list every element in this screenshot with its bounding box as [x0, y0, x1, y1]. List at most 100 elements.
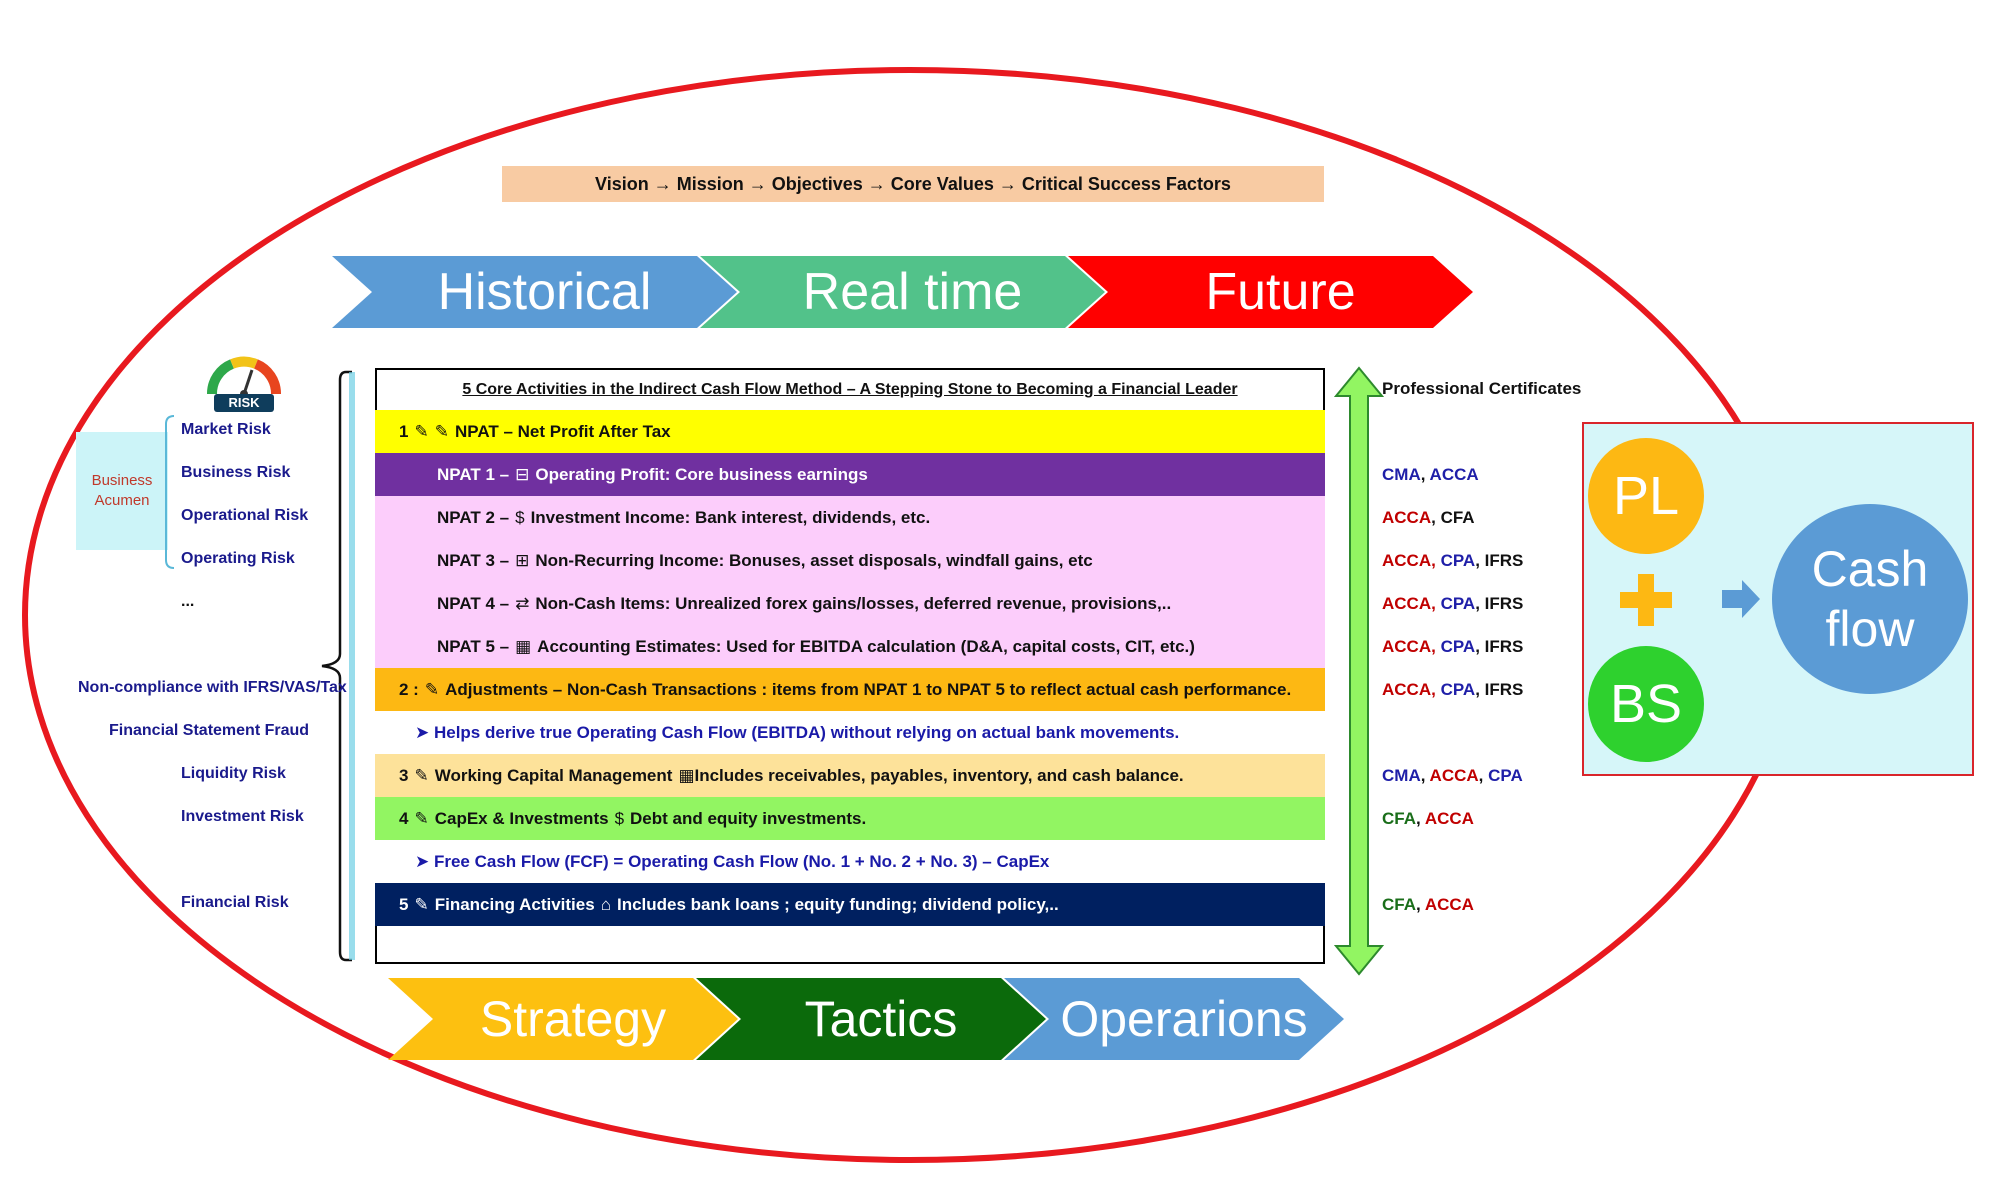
row-npat5: NPAT 5 – ▦ Accounting Estimates: Used fo… — [375, 625, 1325, 668]
row-adjustments: 2 : ✎ Adjustments – Non-Cash Transaction… — [375, 668, 1325, 711]
row-text: Accounting Estimates: Used for EBITDA ca… — [537, 636, 1195, 656]
risk-noncompliance: Non-compliance with IFRS/VAS/Tax — [78, 679, 347, 696]
row-text: Financing Activities — [434, 894, 595, 914]
risk-fraud: Financial Statement Fraud — [109, 722, 310, 739]
large-bracket — [321, 370, 355, 962]
table-title-text: 5 Core Activities in the Indirect Cash F… — [462, 381, 1238, 398]
vision-bar: Vision → Mission → Objectives → Core Val… — [502, 166, 1324, 202]
tactics-arrow: Tactics — [696, 978, 1046, 1060]
vision-text: Vision → Mission → Objectives → Core Val… — [595, 173, 1231, 194]
row-label: NPAT 1 – — [437, 464, 510, 484]
bank-icon: ⌂ — [600, 894, 611, 914]
gift-icon: ⊞ — [515, 550, 530, 570]
row-num: 3 — [399, 765, 409, 785]
pin-icon: ✎ — [414, 765, 429, 785]
row-text: ➤ Helps derive true Operating Cash Flow … — [415, 722, 1180, 742]
pin-icon: ✎ — [414, 808, 429, 828]
risk-operational: Operational Risk — [181, 507, 309, 524]
row-text: Working Capital Management — [434, 765, 673, 785]
plus-icon — [1620, 574, 1672, 626]
risk-ellipsis: ... — [181, 593, 195, 610]
cert-adjustments: ACCA, CPA, IFRS — [1382, 680, 1524, 699]
row-text: Investment Income: Bank interest, divide… — [530, 507, 931, 527]
operations-arrow: Operarions — [1004, 978, 1344, 1060]
tactics-label: Tactics — [804, 991, 958, 1047]
row-helps-derive: ➤ Helps derive true Operating Cash Flow … — [375, 711, 1325, 754]
row-npat3: NPAT 3 – ⊞ Non-Recurring Income: Bonuses… — [375, 539, 1325, 582]
strategy-arrow: Strategy — [388, 978, 738, 1060]
cash-flow-circle: Cash flow — [1772, 504, 1968, 694]
briefcase-icon: ⊟ — [515, 464, 530, 484]
pin-icon: ✎ — [424, 679, 440, 699]
cert-npat4: ACCA, CPA, IFRS — [1382, 594, 1524, 613]
row-capex: 4 ✎ CapEx & Investments $ Debt and equit… — [375, 797, 1325, 840]
pin-icon: ✎ — [434, 421, 449, 441]
cert-npat5: ACCA, CPA, IFRS — [1382, 637, 1524, 656]
row-label: NPAT 4 – — [437, 593, 510, 613]
risk-operating: Operating Risk — [181, 550, 295, 567]
right-arrow-icon — [1722, 580, 1760, 618]
row-text-2: Includes bank loans ; equity funding; di… — [616, 894, 1059, 914]
row-text-2: Includes receivables, payables, inventor… — [694, 765, 1184, 785]
row-financing: 5 ✎ Financing Activities ⌂ Includes bank… — [375, 883, 1325, 926]
calculator-icon: ▦ — [678, 765, 695, 785]
row-npat4: NPAT 4 – ⇄ Non-Cash Items: Unrealized fo… — [375, 582, 1325, 625]
future-arrow: Future — [1068, 256, 1473, 328]
row-text: NPAT – Net Profit After Tax — [454, 421, 671, 441]
pin-icon: ✎ — [414, 894, 429, 914]
row-npat: 1 ✎ ✎ NPAT – Net Profit After Tax — [375, 410, 1325, 453]
operations-label: Operarions — [1060, 991, 1308, 1047]
realtime-label: Real time — [802, 263, 1023, 321]
future-label: Future — [1205, 263, 1356, 321]
row-npat2: NPAT 2 – $ Investment Income: Bank inter… — [375, 496, 1325, 539]
row-text: ➤ Free Cash Flow (FCF) = Operating Cash … — [415, 851, 1050, 871]
row-npat1: NPAT 1 – ⊟ Operating Profit: Core busine… — [375, 453, 1325, 496]
row-num: 5 — [399, 894, 409, 914]
risk-business: Business Risk — [181, 464, 291, 481]
risk-badge-label: RISK — [228, 395, 260, 410]
pin-icon: ✎ — [414, 421, 429, 441]
pl-label: PL — [1612, 466, 1680, 526]
row-text: Non-Cash Items: Unrealized forex gains/l… — [535, 593, 1172, 613]
row-num: 1 — [399, 421, 409, 441]
pl-circle: PL — [1588, 438, 1704, 554]
table-title: 5 Core Activities in the Indirect Cash F… — [375, 370, 1325, 410]
exchange-icon: ⇄ — [515, 593, 530, 613]
row-text: Non-Recurring Income: Bonuses, asset dis… — [535, 550, 1093, 570]
business-acumen-label: Business Acumen — [91, 472, 153, 509]
historical-arrow: Historical — [332, 256, 737, 328]
cert-working-capital: CMA, ACCA, CPA — [1382, 766, 1523, 785]
strategy-label: Strategy — [479, 991, 667, 1047]
row-label: NPAT 3 – — [437, 550, 510, 570]
cash-flow-label: Cash flow — [1811, 541, 1929, 657]
row-text-2: Debt and equity investments. — [630, 808, 867, 828]
row-fcf: ➤ Free Cash Flow (FCF) = Operating Cash … — [375, 840, 1325, 883]
cert-financing: CFA, ACCA — [1382, 895, 1474, 914]
row-text: Operating Profit: Core business earnings — [535, 464, 868, 484]
risk-investment: Investment Risk — [181, 808, 304, 825]
historical-label: Historical — [437, 263, 652, 321]
risk-market: Market Risk — [181, 421, 271, 438]
row-text: CapEx & Investments — [434, 808, 609, 828]
certificates-heading: Professional Certificates — [1382, 379, 1582, 398]
row-num: 2 : — [399, 679, 419, 699]
row-num: 4 — [399, 808, 409, 828]
money-bag-icon: $ — [614, 808, 625, 828]
risk-liquidity: Liquidity Risk — [181, 765, 286, 782]
realtime-arrow: Real time — [700, 256, 1105, 328]
bs-circle: BS — [1588, 646, 1704, 762]
bs-label: BS — [1609, 674, 1683, 734]
small-bracket — [165, 415, 175, 569]
cert-capex: CFA, ACCA — [1382, 809, 1474, 828]
cert-npat3: ACCA, CPA, IFRS — [1382, 551, 1524, 570]
calculator-icon: ▦ — [515, 636, 532, 656]
risk-gauge-icon: RISK — [206, 350, 282, 412]
row-text: Adjustments – Non-Cash Transactions : it… — [445, 679, 1292, 699]
risk-financial: Financial Risk — [181, 894, 289, 911]
row-label: NPAT 2 – — [437, 507, 510, 527]
row-label: NPAT 5 – — [437, 636, 510, 656]
row-working-capital: 3 ✎ Working Capital Management ▦ Include… — [375, 754, 1325, 797]
cert-npat1: CMA, ACCA — [1382, 465, 1479, 484]
business-acumen-box: Business Acumen — [76, 432, 168, 550]
vertical-double-arrow — [1334, 366, 1384, 976]
